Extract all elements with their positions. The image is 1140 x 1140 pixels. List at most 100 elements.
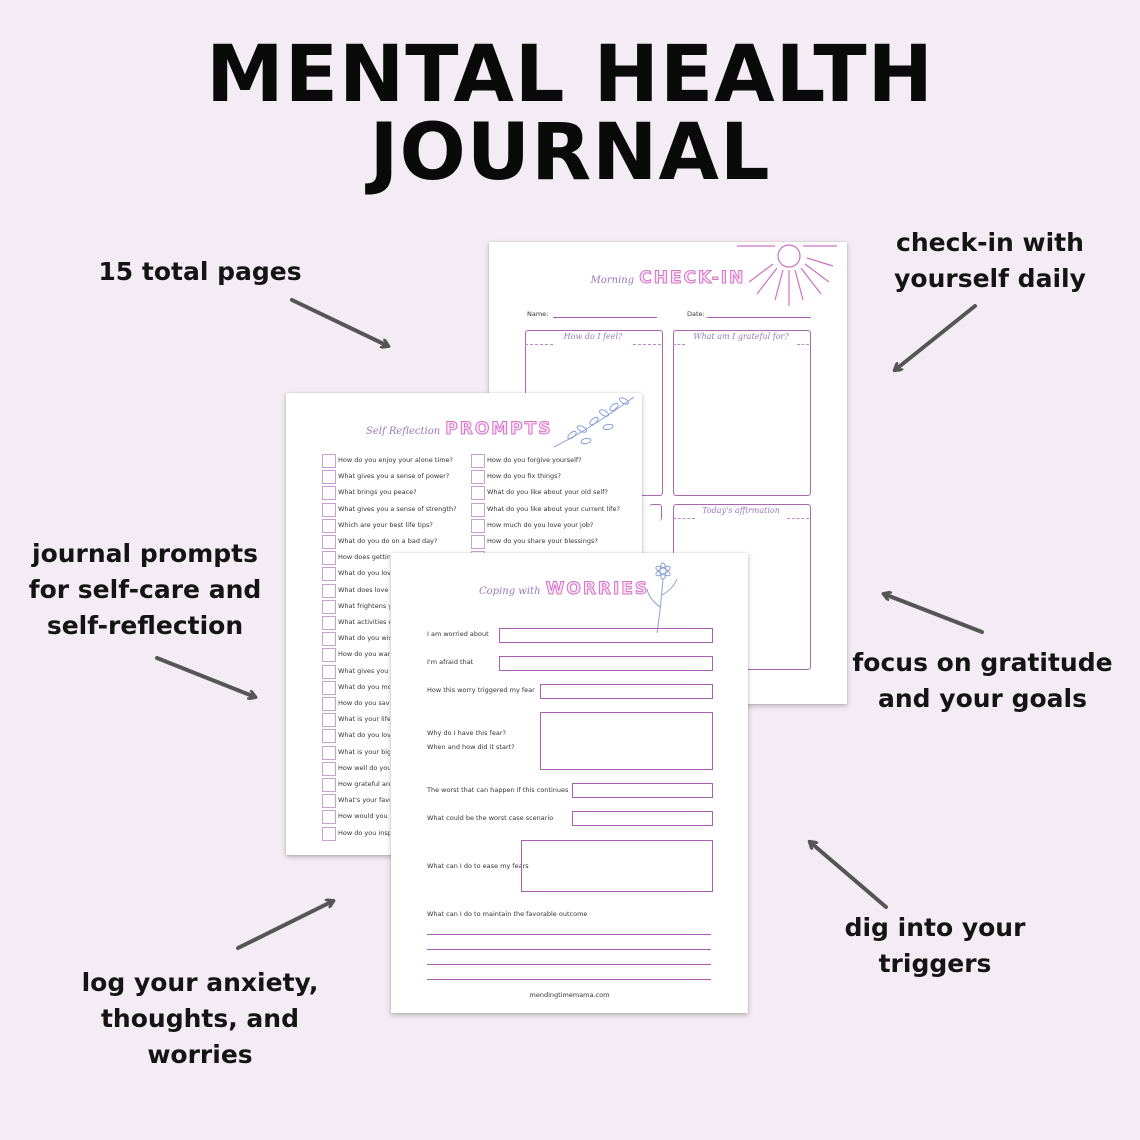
prompt-checkbox[interactable] — [322, 470, 336, 485]
grateful-box-label: What am I grateful for? — [693, 332, 789, 341]
answer-line[interactable] — [427, 964, 711, 965]
prompt-checkbox[interactable] — [322, 761, 336, 776]
prompt-checkbox[interactable] — [322, 518, 336, 533]
prompt-text: How well do you k — [338, 763, 390, 772]
prompt-text: How does getting — [338, 553, 390, 562]
flower-icon — [646, 562, 678, 634]
worst-continues-field[interactable] — [572, 783, 713, 798]
q-why-fear: Why do I have this fear? — [427, 729, 506, 737]
answer-line[interactable] — [427, 949, 711, 950]
callout-line: for self-care and — [28, 575, 262, 604]
q-triggered: How this worry triggered my fear — [427, 686, 535, 694]
callout-line: 15 total pages — [98, 257, 302, 286]
prompt-checkbox[interactable] — [322, 648, 336, 663]
prompt-checkbox[interactable] — [322, 664, 336, 679]
name-line[interactable] — [553, 317, 657, 318]
prompt-checkbox[interactable] — [322, 535, 336, 549]
grateful-box[interactable] — [673, 330, 811, 496]
prompt-checkbox[interactable] — [322, 632, 336, 647]
arrow-icon — [290, 298, 388, 346]
prompt-checkbox[interactable] — [471, 486, 485, 501]
q-maintain-outcome: What can I do to maintain the favorable … — [427, 910, 588, 918]
prompt-checkbox[interactable] — [322, 713, 336, 728]
prompt-text: What activities do — [338, 618, 390, 626]
worst-case-field[interactable] — [572, 811, 713, 826]
arrow-icon — [810, 842, 888, 909]
callout-anxiety: log your anxiety, thoughts, and worries — [80, 965, 320, 1073]
prompt-text: Which are your best life tips? — [338, 520, 433, 529]
callout-line: worries — [147, 1040, 253, 1069]
afraid-that-field[interactable] — [499, 656, 713, 671]
prompt-checkbox[interactable] — [471, 518, 485, 533]
divider — [673, 344, 685, 345]
prompt-text: How grateful are y — [338, 780, 390, 788]
worries-page: Coping with WORRIES I am worried about I… — [391, 553, 748, 1013]
callout-checkin: check-in with yourself daily — [860, 225, 1120, 297]
prompts-heading: Self Reflection PROMPTS — [366, 419, 552, 440]
arrow-icon — [155, 656, 255, 697]
prompt-text: How would you sp — [338, 812, 390, 821]
answer-line[interactable] — [427, 979, 711, 980]
callout-line: self-reflection — [46, 611, 244, 640]
prompt-text: What do you do on a bad day? — [338, 537, 438, 545]
prompt-checkbox[interactable] — [322, 551, 336, 566]
prompt-checkbox[interactable] — [322, 826, 336, 841]
divider — [797, 344, 809, 345]
prompt-checkbox[interactable] — [322, 599, 336, 614]
callout-line: check-in with — [896, 228, 1084, 257]
q-worst-continues: The worst that can happen if this contin… — [427, 786, 569, 794]
prompt-checkbox[interactable] — [322, 567, 336, 582]
affirmation-box-label: Today's affirmation — [702, 506, 780, 515]
date-label: Date: — [687, 310, 705, 318]
callout-pages: 15 total pages — [80, 254, 320, 290]
callout-prompts: journal prompts for self-care and self-r… — [20, 536, 270, 644]
callout-gratitude: focus on gratitude and your goals — [850, 645, 1115, 717]
callout-line: dig into your — [844, 913, 1026, 942]
prompt-checkbox[interactable] — [322, 729, 336, 744]
prompt-text: What's your favor — [338, 796, 390, 805]
prompt-checkbox[interactable] — [322, 778, 336, 792]
ease-fears-field[interactable] — [521, 840, 713, 892]
prompt-checkbox[interactable] — [471, 535, 485, 549]
feel-box-label: How do I feel? — [563, 332, 623, 341]
prompt-text: What is your life s — [338, 715, 390, 724]
callout-triggers: dig into your triggers — [830, 910, 1040, 982]
triggered-field[interactable] — [540, 684, 713, 699]
prompt-checkbox[interactable] — [322, 583, 336, 598]
prompt-checkbox[interactable] — [471, 502, 485, 517]
answer-line[interactable] — [427, 934, 711, 935]
divider — [673, 518, 695, 519]
prompt-text: What gives you the — [338, 666, 390, 675]
fear-origin-field[interactable] — [540, 712, 713, 770]
checkin-big-title: CHECK-IN — [639, 268, 746, 289]
prompt-text: What gives you a sense of power? — [338, 472, 450, 481]
worried-about-field[interactable] — [499, 628, 713, 643]
prompt-text: What frightens you — [338, 601, 390, 610]
name-label: Name: — [527, 310, 549, 318]
prompt-checkbox[interactable] — [322, 794, 336, 809]
prompt-checkbox[interactable] — [471, 470, 485, 485]
prompt-text: What do you wish y — [338, 634, 390, 643]
prompt-text: How do you savor — [338, 699, 390, 707]
prompt-checkbox[interactable] — [322, 616, 336, 630]
arrow-icon — [895, 304, 977, 370]
prompt-checkbox[interactable] — [322, 697, 336, 711]
prompt-checkbox[interactable] — [322, 502, 336, 517]
divider — [525, 344, 553, 345]
partial-box-edge — [649, 504, 662, 521]
footer-url: mendingtimemama.com — [529, 991, 610, 999]
prompt-text: What is your bigge — [338, 747, 390, 756]
prompts-script-title: Self Reflection — [366, 426, 441, 437]
prompt-checkbox[interactable] — [322, 810, 336, 825]
date-line[interactable] — [707, 317, 811, 318]
prompt-checkbox[interactable] — [471, 454, 485, 468]
prompt-checkbox[interactable] — [322, 454, 336, 468]
prompt-checkbox[interactable] — [322, 486, 336, 501]
prompt-checkbox[interactable] — [322, 745, 336, 760]
callout-line: yourself daily — [894, 264, 1086, 293]
prompt-checkbox[interactable] — [322, 680, 336, 695]
callout-line: thoughts, and — [100, 1004, 299, 1033]
arrow-icon — [236, 901, 333, 950]
arrow-icon — [884, 594, 984, 634]
